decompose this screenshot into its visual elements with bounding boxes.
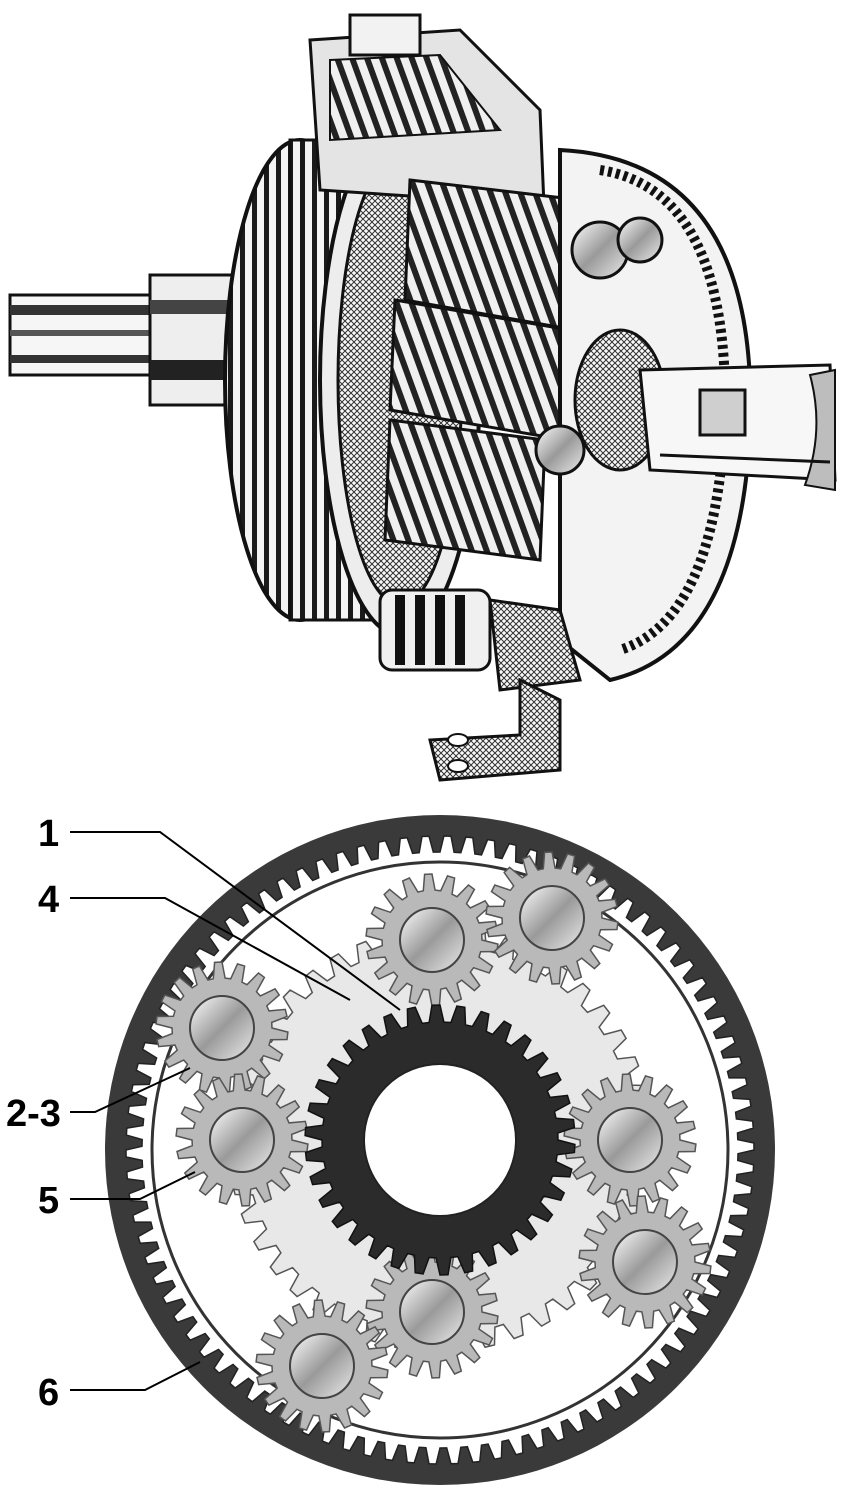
planet-gear	[365, 1245, 499, 1379]
callouts: 1 4 2-3 5 6	[6, 813, 401, 1414]
planet-gear	[255, 1299, 389, 1433]
leader-4	[70, 897, 351, 1001]
planet-gear	[155, 961, 289, 1095]
planet-gear-hub	[399, 907, 465, 973]
leader-2-3	[70, 1067, 191, 1113]
label-2-3: 2-3	[6, 1093, 61, 1135]
label-6: 6	[38, 1372, 59, 1414]
planet-gear-hub	[399, 1279, 465, 1345]
planet-gear	[365, 873, 499, 1007]
ring-inner-line	[150, 860, 730, 1440]
sun-bore	[363, 1063, 517, 1217]
brake-worm-assembly	[378, 588, 582, 782]
planet-gears	[155, 851, 712, 1433]
planet-gear	[563, 1073, 697, 1207]
planetary-gear-schematic	[105, 815, 775, 1485]
leader-6	[70, 1361, 201, 1391]
planet-gear-hub	[289, 1333, 355, 1399]
planet-gear-hub	[597, 1107, 663, 1173]
housing-top	[308, 13, 547, 233]
planet-gear	[578, 1195, 712, 1329]
helical-planet-gears	[383, 178, 582, 562]
label-4: 4	[38, 879, 59, 921]
leader-1	[70, 831, 401, 1011]
label-5: 5	[38, 1180, 59, 1222]
input-shaft	[8, 273, 252, 407]
planet-gear-hub	[209, 1107, 275, 1173]
planet-gear-hub	[519, 885, 585, 951]
planet-gear-hub	[189, 995, 255, 1061]
planet-gear	[175, 1073, 309, 1207]
gearbox-cutaway-illustration	[8, 13, 837, 782]
planet-gear	[485, 851, 619, 985]
planet-gear-hub	[612, 1229, 678, 1295]
output-shaft	[638, 363, 837, 492]
label-1: 1	[38, 813, 59, 855]
leader-5	[70, 1171, 196, 1200]
